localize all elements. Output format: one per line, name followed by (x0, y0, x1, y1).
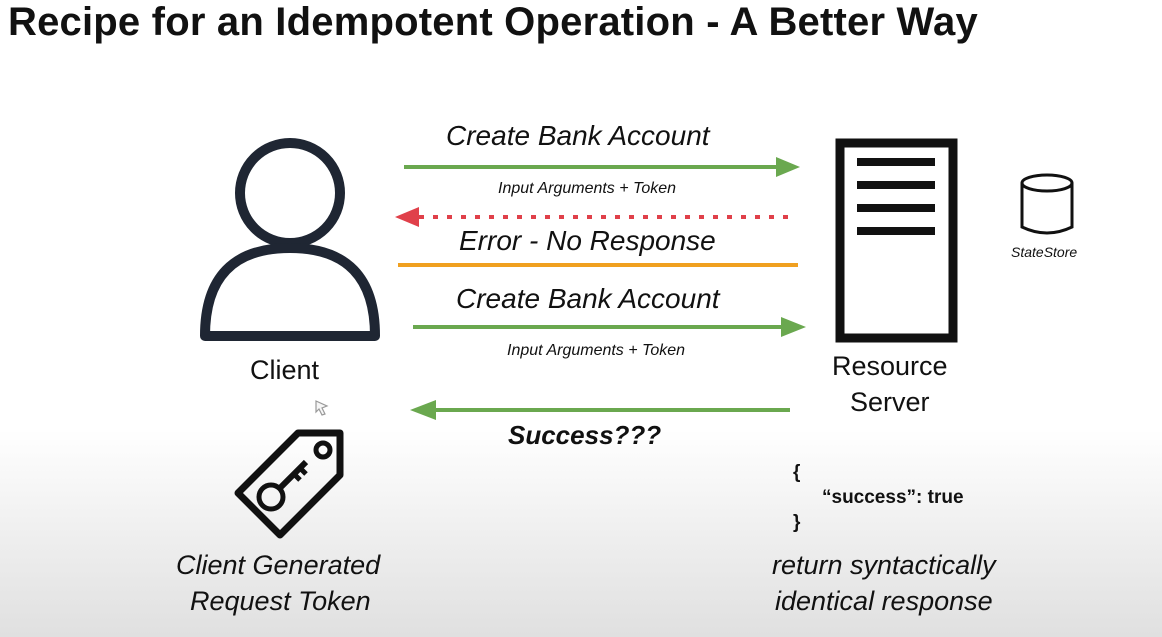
response-title: Success??? (508, 420, 662, 450)
request1-arrow (404, 157, 800, 177)
error-line (398, 263, 798, 267)
cursor-icon (315, 400, 329, 416)
request2-subtitle: Input Arguments + Token (507, 342, 686, 359)
response-arrow (410, 400, 790, 420)
server-label-line1: Resource (832, 351, 948, 381)
error-title: Error - No Response (459, 225, 716, 256)
request2-arrow (413, 317, 806, 337)
request1-title: Create Bank Account (446, 120, 710, 151)
server-label-line2: Server (850, 387, 930, 417)
page-title: Recipe for an Idempotent Operation - A B… (8, 0, 978, 44)
database-icon (1020, 173, 1074, 235)
key-tag-icon (234, 429, 344, 539)
user-icon (200, 138, 380, 341)
request2-title: Create Bank Account (456, 283, 720, 314)
request1-subtitle: Input Arguments + Token (498, 180, 677, 197)
token-caption-line1: Client Generated (176, 550, 381, 580)
json-open-brace: { (793, 462, 801, 483)
response-caption-line2: identical response (775, 586, 993, 616)
error-dotted-arrow (395, 207, 795, 227)
server-icon (835, 138, 958, 343)
state-store-label: StateStore (1011, 244, 1078, 260)
response-caption-line1: return syntactically (772, 550, 996, 580)
json-success-line: “success”: true (822, 487, 964, 508)
token-caption-line2: Request Token (190, 586, 371, 616)
json-close-brace: } (793, 512, 801, 533)
client-label: Client (250, 355, 320, 385)
